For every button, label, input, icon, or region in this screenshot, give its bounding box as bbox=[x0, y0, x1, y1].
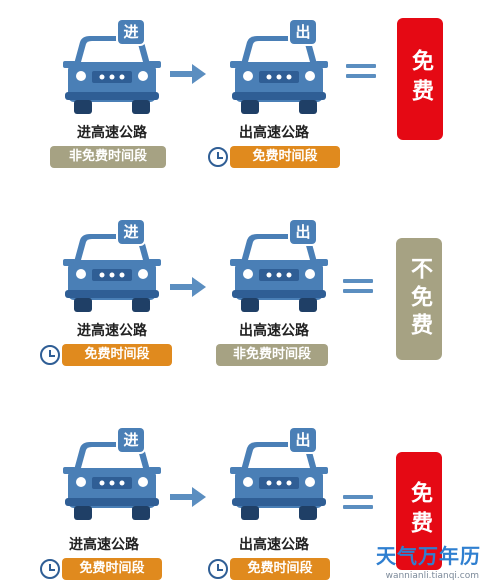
exit-badge: 出 bbox=[290, 428, 316, 452]
exit-label: 出高速公路 bbox=[239, 537, 309, 553]
exit-badge: 出 bbox=[290, 20, 316, 44]
car-icon-enter bbox=[63, 234, 161, 312]
car-icon-enter bbox=[63, 442, 161, 520]
enter-period-badge: 免费时间段 bbox=[62, 558, 162, 580]
exit-period-badge: 免费时间段 bbox=[230, 558, 330, 580]
watermark-url: wannianli.tianqi.com bbox=[385, 571, 479, 581]
result-text: 免费 bbox=[408, 49, 433, 109]
equals-icon bbox=[346, 64, 376, 80]
car-icon-exit bbox=[230, 442, 328, 520]
car-icon-exit bbox=[230, 234, 328, 312]
result-text: 免费 bbox=[407, 481, 432, 541]
equals-icon bbox=[343, 279, 373, 295]
enter-period-badge: 免费时间段 bbox=[62, 344, 172, 366]
clock-icon bbox=[40, 345, 60, 365]
result-badge: 不免费 bbox=[396, 238, 442, 360]
exit-label: 出高速公路 bbox=[239, 125, 309, 141]
clock-icon bbox=[208, 147, 228, 167]
enter-badge: 进 bbox=[118, 220, 144, 244]
exit-label: 出高速公路 bbox=[239, 323, 309, 339]
result-badge: 免费 bbox=[396, 452, 442, 570]
exit-period-badge: 非免费时间段 bbox=[216, 344, 328, 366]
enter-label: 进高速公路 bbox=[77, 125, 147, 141]
enter-badge: 进 bbox=[118, 20, 144, 44]
clock-icon bbox=[40, 559, 60, 579]
result-text: 不免费 bbox=[407, 257, 432, 341]
arrow-right-icon bbox=[170, 487, 206, 507]
enter-label: 进高速公路 bbox=[77, 323, 147, 339]
arrow-right-icon bbox=[170, 64, 206, 84]
arrow-right-icon bbox=[170, 277, 206, 297]
exit-period-badge: 免费时间段 bbox=[230, 146, 340, 168]
car-icon-enter bbox=[63, 36, 161, 114]
enter-label: 进高速公路 bbox=[69, 537, 139, 553]
enter-period-badge: 非免费时间段 bbox=[50, 146, 166, 168]
watermark-title: 天气万年历 bbox=[376, 544, 481, 568]
result-badge: 免费 bbox=[397, 18, 443, 140]
clock-icon bbox=[208, 559, 228, 579]
car-icon-exit bbox=[230, 36, 328, 114]
exit-badge: 出 bbox=[290, 220, 316, 244]
equals-icon bbox=[343, 495, 373, 511]
enter-badge: 进 bbox=[118, 428, 144, 452]
